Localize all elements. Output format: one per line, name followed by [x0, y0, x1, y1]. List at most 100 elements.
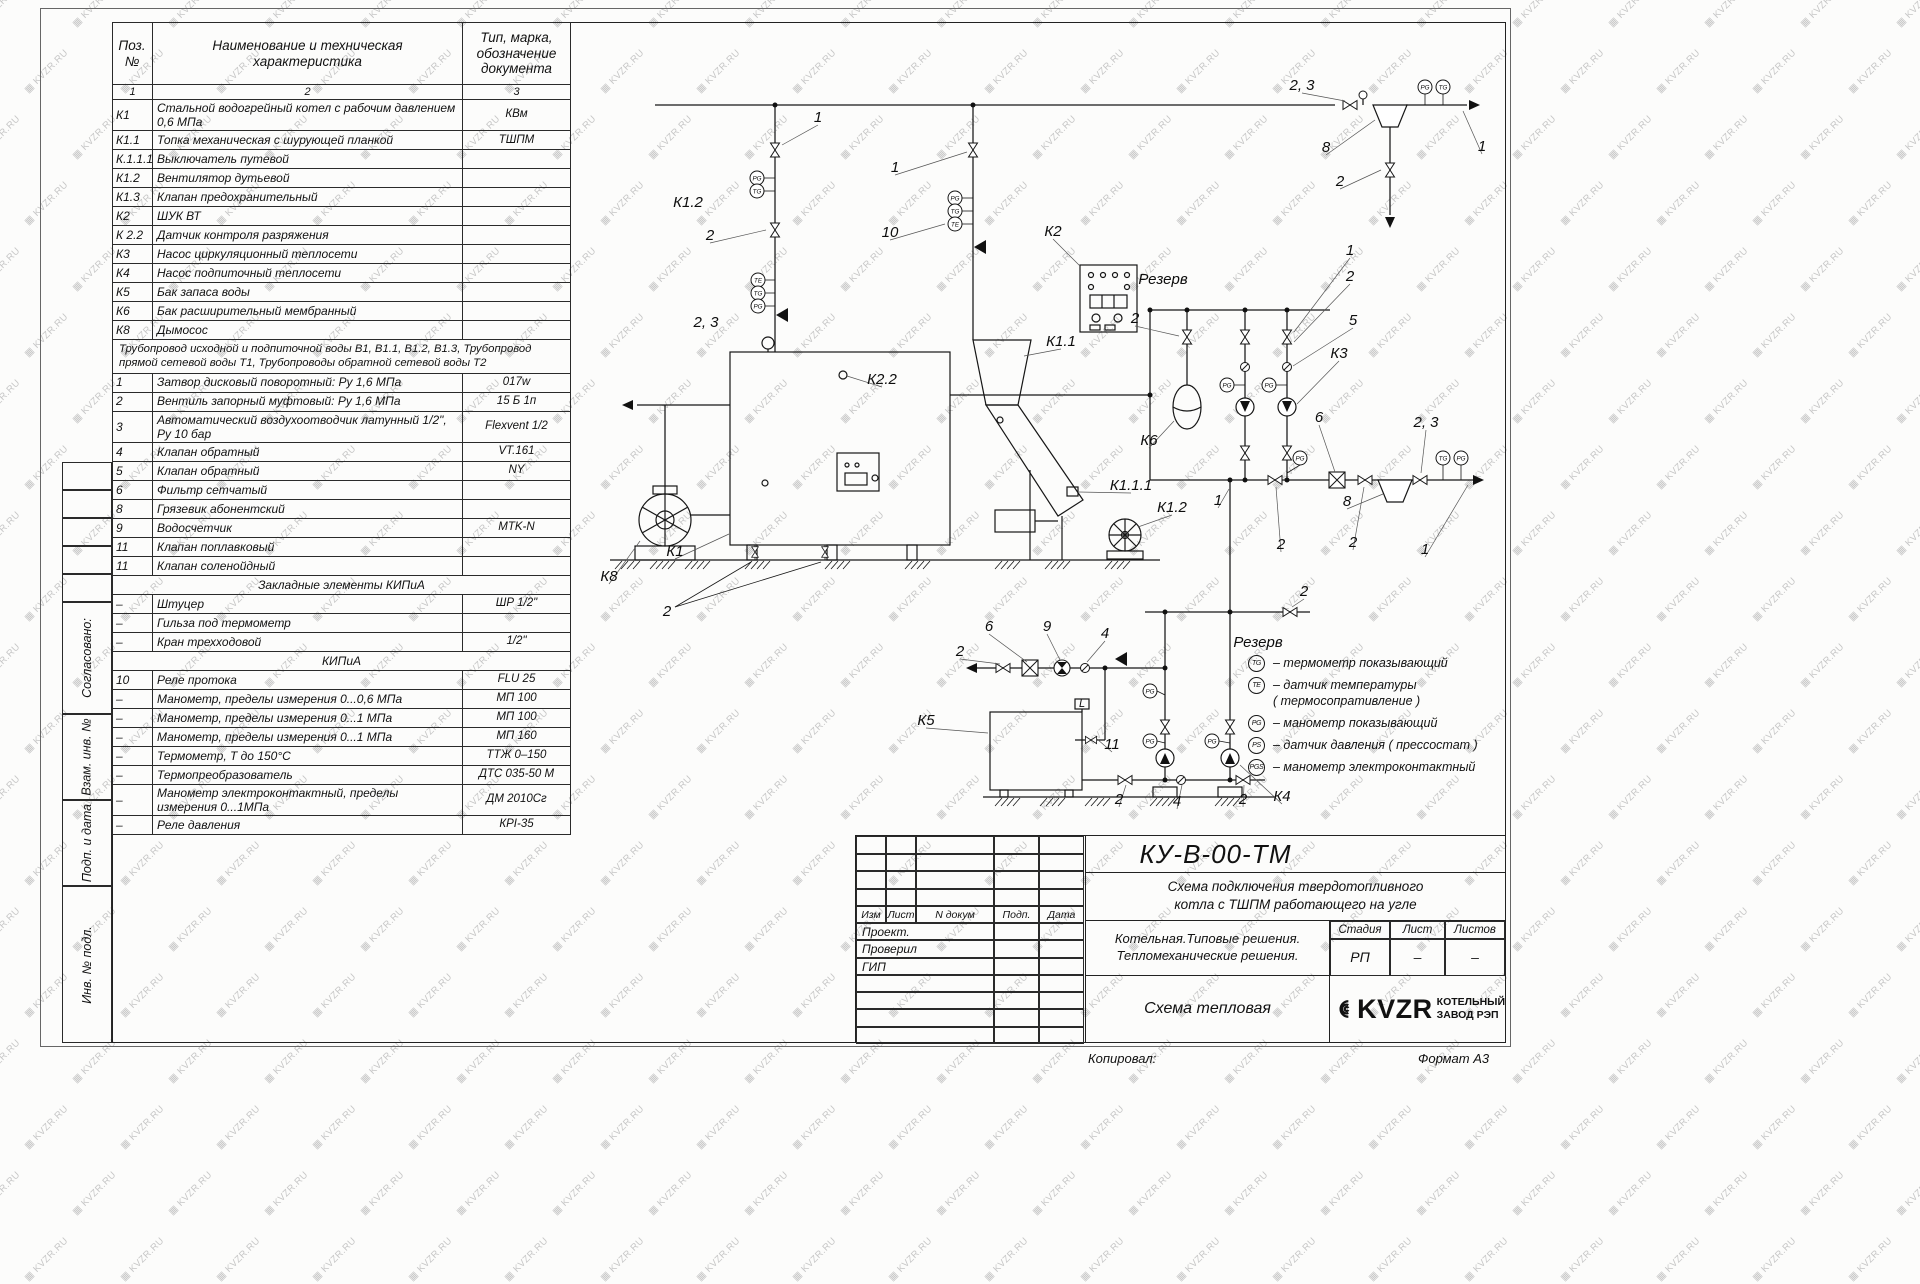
- grid-cell: [856, 1009, 994, 1027]
- spec-cell-type: Flexvent 1/2: [462, 410, 571, 443]
- stage-table: Стадия Лист Листов РП – –: [1330, 921, 1505, 976]
- grid-cell: [1039, 836, 1084, 854]
- diagram-label: К2: [1044, 223, 1062, 240]
- diagram-label: 8: [1343, 493, 1352, 510]
- legend-symbol-pgs-icon: PGS: [1248, 758, 1265, 776]
- side-label-inv: Инв. № подл.: [62, 886, 112, 1043]
- grid-cell: [916, 853, 994, 871]
- instrument-taps: [674, 94, 1462, 744]
- spec-cell-pos: 3: [112, 410, 153, 443]
- side-grid-cell: [62, 574, 112, 602]
- spec-section-cell: КИПиА: [112, 650, 571, 671]
- grid-cell: [994, 853, 1039, 871]
- diagram-label: 2: [662, 603, 672, 620]
- spec-cell-name: Клапан поплавковый: [152, 536, 463, 557]
- spec-cell-pos: 1: [112, 372, 153, 393]
- spec-cell-type: NY: [462, 460, 571, 481]
- spec-cell-type: КРI-35: [462, 815, 571, 836]
- role-label: ГИП: [856, 957, 994, 975]
- spec-cell-name: Стальной водогрейный котел с рабочим дав…: [152, 98, 463, 132]
- legend-text: – манометр показывающий: [1273, 715, 1438, 730]
- title-block-right: КУ-В-00-ТМ Схема подключения твердотопли…: [1086, 836, 1505, 1042]
- spec-cell-pos: 9: [112, 517, 153, 538]
- grid-cell: [886, 888, 916, 906]
- spec-cell-name: Манометр электроконтактный, пределы изме…: [152, 783, 463, 817]
- svg-text:PG: PG: [1222, 382, 1231, 389]
- spec-cell-name: Клапан соленойдный: [152, 555, 463, 576]
- side-label-podp: Подп. и дата: [62, 800, 112, 886]
- spec-cell-pos: К1.1: [112, 130, 153, 151]
- side-label-text: Взам. инв. №: [80, 718, 95, 796]
- grid-cell: [886, 871, 916, 889]
- title-block-left: Изм Лист N докум Подп. Дата Проект. Пров…: [856, 836, 1086, 1045]
- spec-cell-name: Манометр, пределы измерения 0...0,6 МПа: [152, 688, 463, 709]
- spec-cell-pos: 11: [112, 536, 153, 557]
- stage-header: Лист: [1390, 921, 1445, 939]
- grid-cell: [994, 888, 1039, 906]
- svg-text:TE: TE: [754, 277, 763, 284]
- spec-section-cell: Закладные элементы КИПиА: [112, 574, 571, 595]
- spec-cell-pos: К1.2: [112, 168, 153, 189]
- svg-text:PG: PG: [753, 303, 762, 310]
- svg-text:PG: PG: [1456, 455, 1465, 462]
- legend-symbol-pg-icon: PG: [1248, 714, 1265, 732]
- spec-cell-pos: 11: [112, 555, 153, 576]
- spec-cell-name: Клапан обратный: [152, 441, 463, 462]
- project-description: Котельная.Типовые решения. Тепломеханиче…: [1086, 921, 1330, 975]
- leader-lines: [608, 92, 1483, 810]
- side-label-text: Инв. № подл.: [80, 925, 95, 1004]
- svg-text:PG: PG: [1264, 382, 1273, 389]
- spec-cell-pos: К1: [112, 98, 153, 132]
- spec-cell-type: [462, 263, 571, 284]
- spec-cell-name: Реле давления: [152, 815, 463, 836]
- spec-cell-pos: –: [112, 764, 153, 785]
- instrument-pg-icon: PG: [750, 298, 766, 314]
- spec-colnum-3: 3: [462, 84, 571, 100]
- svg-text:PG: PG: [1420, 84, 1429, 91]
- instrument-te-icon: TE: [750, 272, 766, 288]
- spec-cell-type: ДТС 035-50 М: [462, 764, 571, 785]
- diagram-label: 10: [882, 224, 899, 241]
- blower-k1-2: [1106, 518, 1144, 560]
- legend-item: PG – манометр показывающий: [1248, 714, 1506, 732]
- spec-section-row: Закладные элементы КИПиА: [112, 574, 571, 595]
- diagram-label: 2, 3: [692, 314, 719, 331]
- grid-cell: [1039, 923, 1084, 941]
- project-line: Тепломеханические решения.: [1116, 948, 1299, 963]
- spec-cell-pos: 8: [112, 498, 153, 519]
- stage-value: РП: [1330, 939, 1390, 976]
- diagram-label: 9: [1043, 618, 1052, 635]
- spec-cell-type: [462, 612, 571, 633]
- instrument-pg-icon: PG: [749, 170, 765, 186]
- spec-cell-type: 017w: [462, 372, 571, 393]
- spec-cell-pos: К.1.1.1: [112, 149, 153, 170]
- grid-cell: [886, 853, 916, 871]
- svg-text:PG: PG: [1295, 455, 1304, 462]
- grid-cell: [1039, 853, 1084, 871]
- grid-cell: [1039, 1009, 1084, 1027]
- instrument-pg-icon: PG: [1142, 733, 1158, 749]
- spec-cell-type: VT.161: [462, 441, 571, 462]
- legend-text: – термометр показывающий: [1273, 656, 1448, 670]
- spec-cell-type: [462, 225, 571, 246]
- grid-cell: [856, 853, 886, 871]
- grid-cell: [1039, 974, 1084, 993]
- instrument-tg-icon: TG: [947, 203, 963, 219]
- grid-cell: [994, 1026, 1039, 1045]
- spec-cell-type: ТТЖ 0–150: [462, 745, 571, 766]
- diagram-label: К4: [1273, 788, 1290, 805]
- rev-header: Подп.: [994, 906, 1039, 923]
- diagram-label: 4: [1173, 793, 1181, 810]
- title-block: Изм Лист N докум Подп. Дата Проект. Пров…: [855, 835, 1506, 1045]
- grid-cell: [994, 940, 1039, 958]
- spec-col2-header: Наименование и техническая характеристик…: [152, 22, 463, 85]
